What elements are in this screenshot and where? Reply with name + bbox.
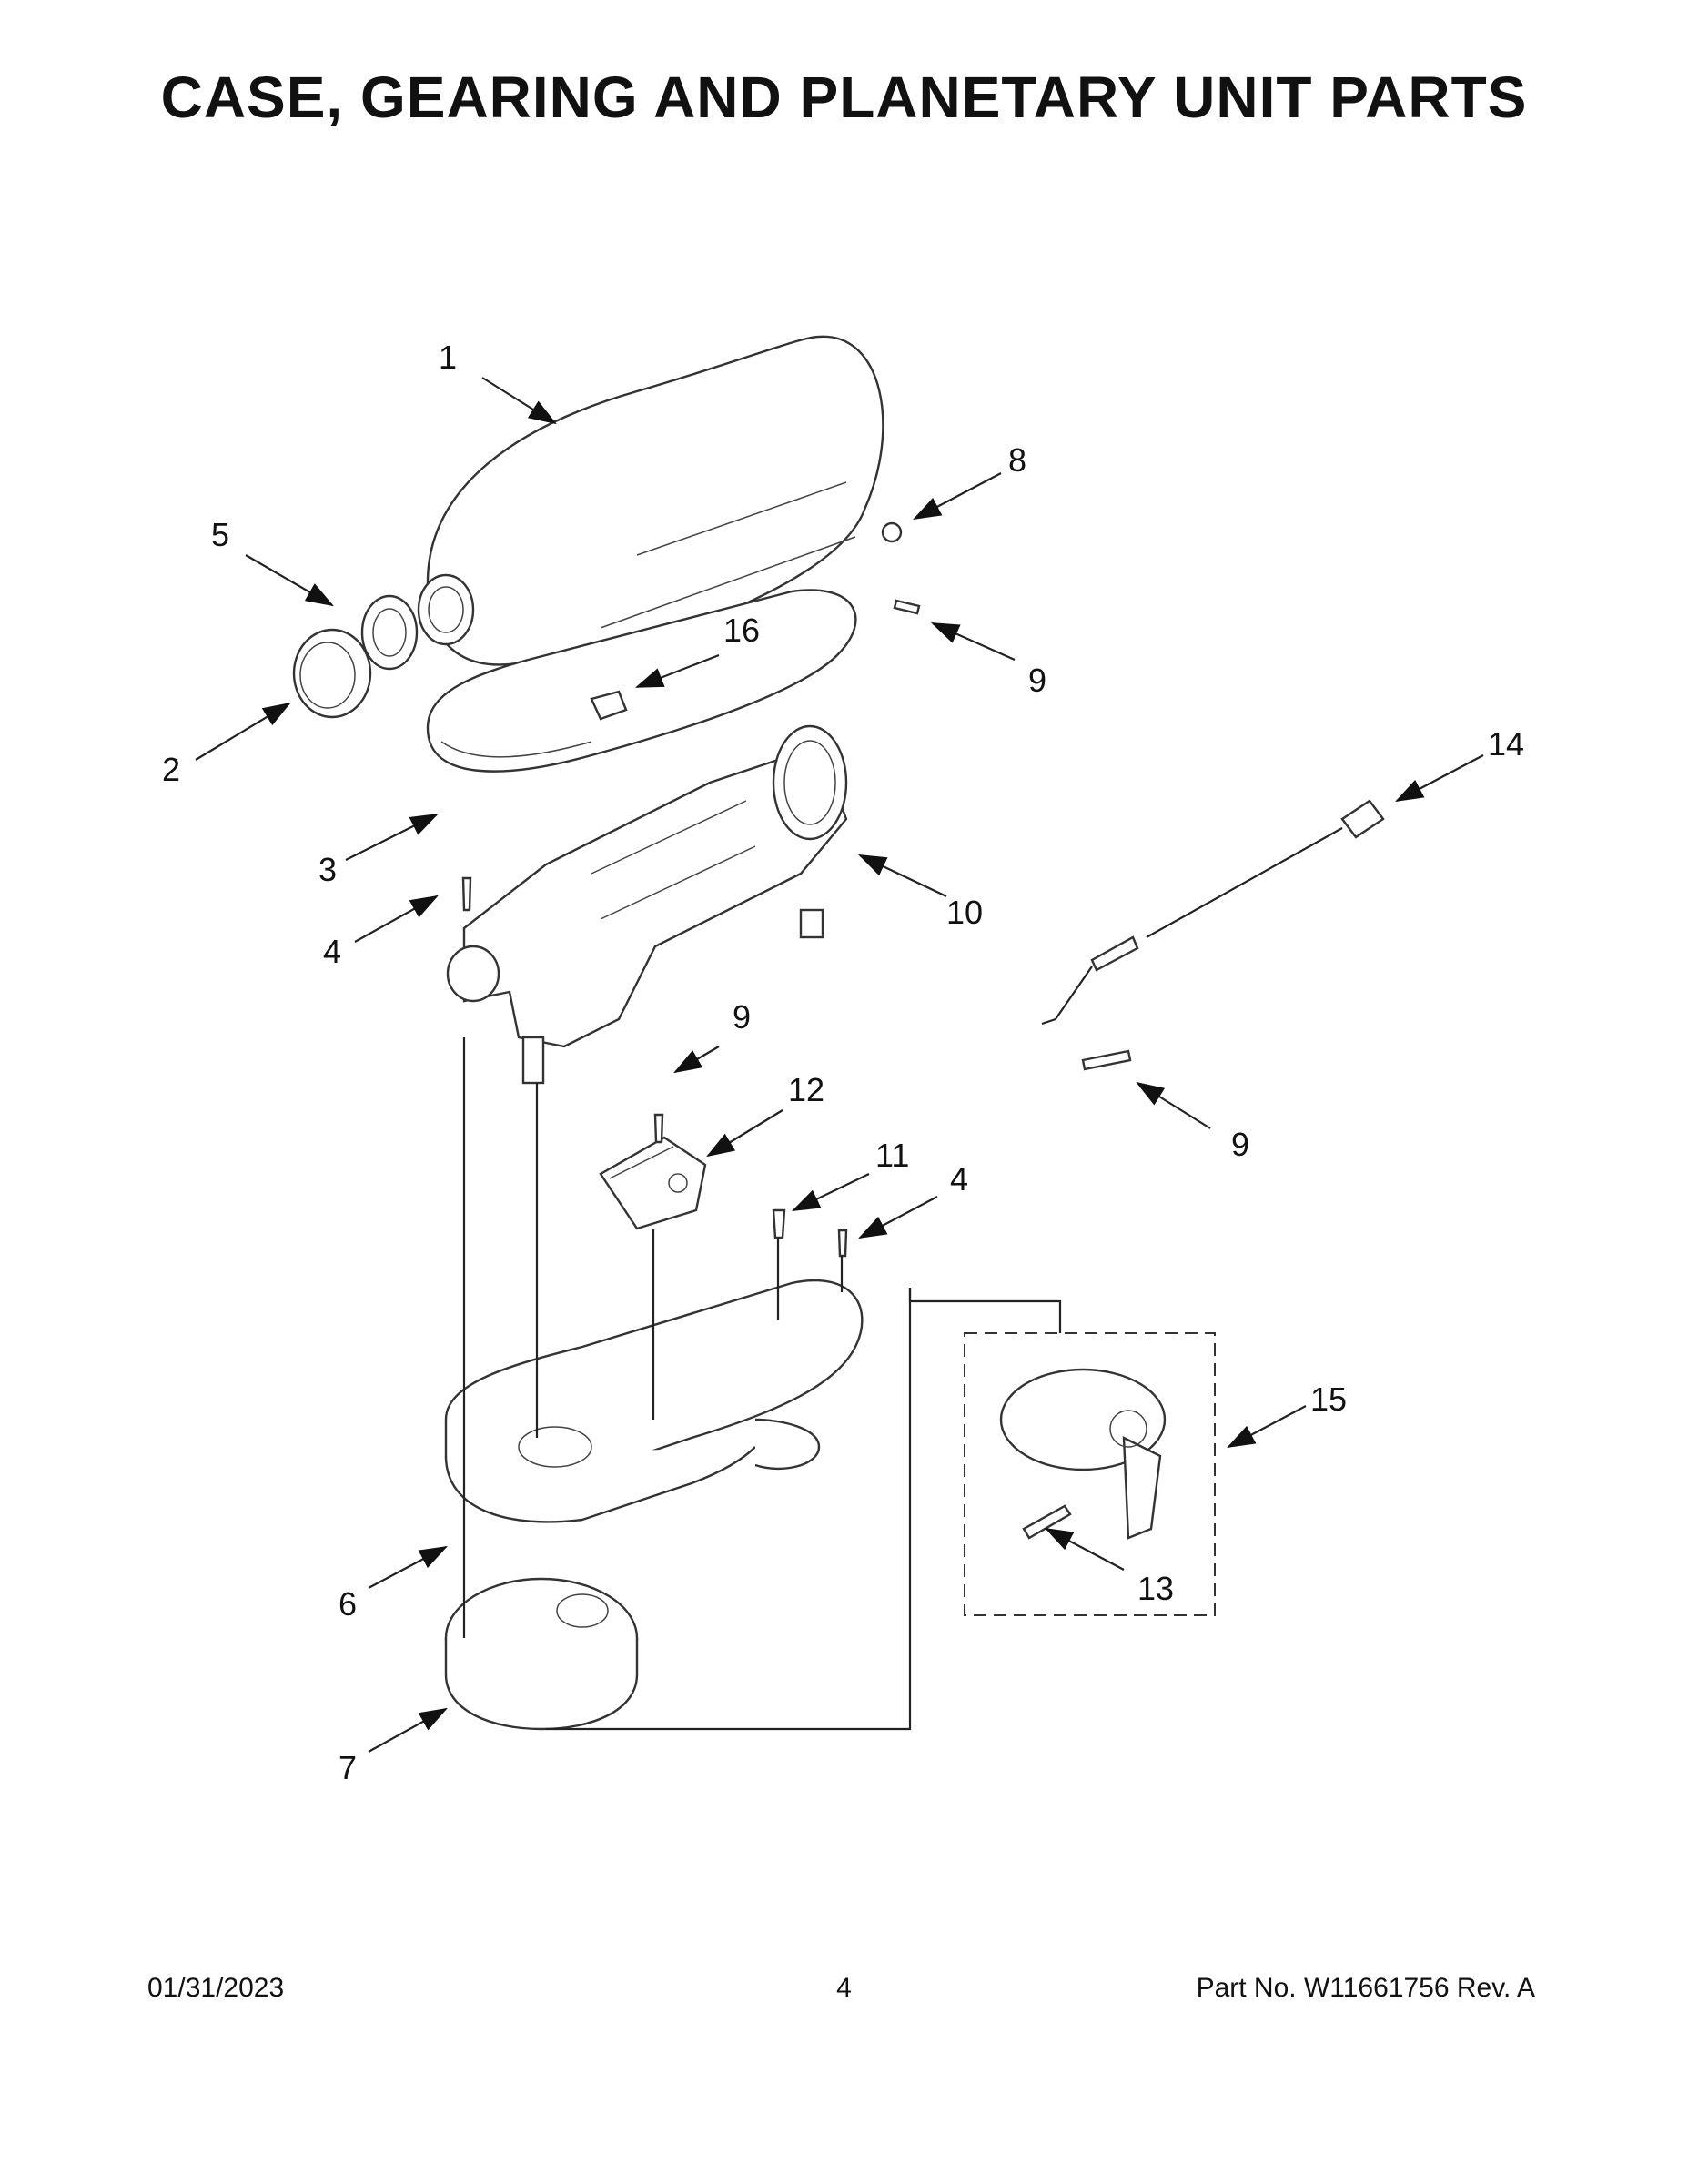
callout-4-right: 4: [950, 1160, 968, 1198]
screw-9-top: [893, 599, 921, 615]
page-title: CASE, GEARING AND PLANETARY UNIT PARTS: [160, 65, 1528, 130]
callout-9-cord: 9: [1231, 1126, 1249, 1163]
callout-3: 3: [318, 851, 337, 888]
callout-14: 14: [1488, 725, 1524, 763]
callout-9-middle: 9: [733, 998, 751, 1036]
callout-5: 5: [211, 516, 229, 553]
hinge-pin-knob: [590, 690, 628, 721]
planetary-unit-box: [964, 1332, 1216, 1616]
motor-gearbox-assembly: [446, 724, 848, 1085]
hub-ring-inner: [417, 573, 475, 646]
callout-7: 7: [339, 1749, 357, 1786]
callout-6: 6: [339, 1585, 357, 1623]
callout-2: 2: [162, 751, 180, 788]
callout-8: 8: [1008, 441, 1026, 479]
screw-8: [881, 521, 903, 543]
callout-16: 16: [723, 612, 760, 649]
planetary-pin-13: [1022, 1504, 1072, 1540]
callout-4-left: 4: [323, 933, 341, 970]
screw-4-left: [461, 876, 472, 912]
screw-4-right: [837, 1228, 848, 1258]
assembly-leader-lines: [462, 1037, 1062, 1731]
footer-part-number: Part No. W11661756 Rev. A: [1196, 1973, 1535, 2003]
screw-9-middle: [653, 1113, 664, 1144]
callout-10: 10: [946, 894, 983, 931]
footer-date: 01/31/2023: [147, 1973, 285, 2003]
callout-arrows: [195, 377, 1484, 1753]
callout-11: 11: [875, 1137, 909, 1174]
callout-12: 12: [788, 1071, 824, 1108]
callout-1: 1: [439, 339, 457, 376]
footer-page-number: 4: [836, 1973, 852, 2003]
power-cord: [1041, 799, 1385, 1026]
attachment-hub-ring: [360, 594, 419, 671]
callout-15: 15: [1310, 1380, 1347, 1418]
callout-9-top: 9: [1028, 662, 1046, 699]
callout-13: 13: [1137, 1570, 1174, 1607]
planetary-gear-disk: [444, 1577, 639, 1731]
speed-control-board: [599, 1136, 707, 1230]
attachment-hub-cap: [292, 628, 372, 719]
screw-9-cord: [1081, 1049, 1132, 1071]
screw-11: [772, 1208, 786, 1239]
